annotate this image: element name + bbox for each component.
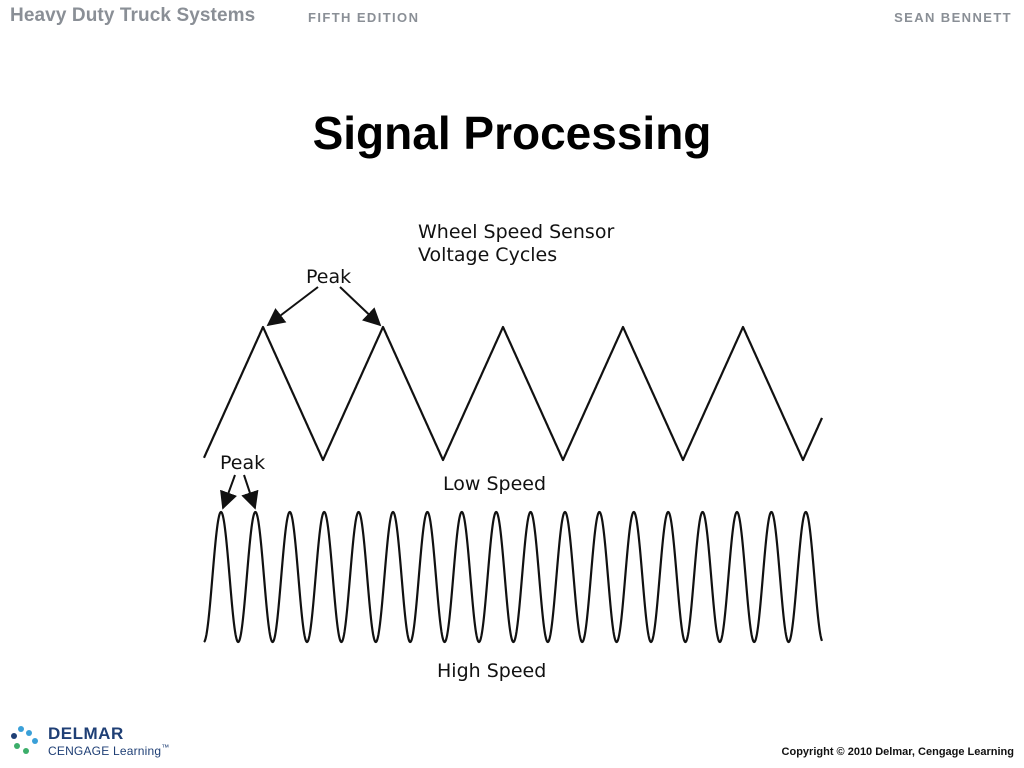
high-speed-peak-arrow-right [241, 474, 259, 510]
delmar-logo: DELMAR CENGAGE Learning™ [8, 722, 178, 762]
low-speed-peak-arrow-left [266, 286, 319, 327]
high-speed-label: High Speed [437, 660, 546, 682]
low-speed-peak-arrow-right [339, 286, 382, 327]
copyright-notice: Copyright © 2010 Delmar, Cengage Learnin… [781, 746, 1014, 758]
diagram-caption-line1: Wheel Speed Sensor [418, 221, 614, 243]
logo-main-text: DELMAR [48, 724, 124, 743]
edition-label: FIFTH EDITION [308, 10, 420, 25]
delmar-dots-icon [11, 726, 38, 754]
author-name: SEAN BENNETT [894, 10, 1012, 25]
slide-title: Signal Processing [312, 107, 712, 159]
logo-sub-text: CENGAGE Learning™ [48, 743, 169, 758]
logo-sub-label: CENGAGE Learning [48, 744, 162, 758]
low-speed-peak-label: Peak [306, 266, 351, 288]
diagram-caption-line2: Voltage Cycles [418, 244, 557, 266]
low-speed-label: Low Speed [443, 473, 546, 495]
high-speed-waveform [203, 510, 824, 644]
logo-trademark: ™ [161, 743, 170, 752]
slide-header: Heavy Duty Truck Systems FIFTH EDITION S… [0, 0, 1024, 34]
book-title: Heavy Duty Truck Systems [10, 5, 256, 26]
low-speed-waveform [202, 325, 824, 462]
high-speed-peak-label: Peak [220, 452, 265, 474]
high-speed-peak-arrow-left [220, 474, 237, 510]
